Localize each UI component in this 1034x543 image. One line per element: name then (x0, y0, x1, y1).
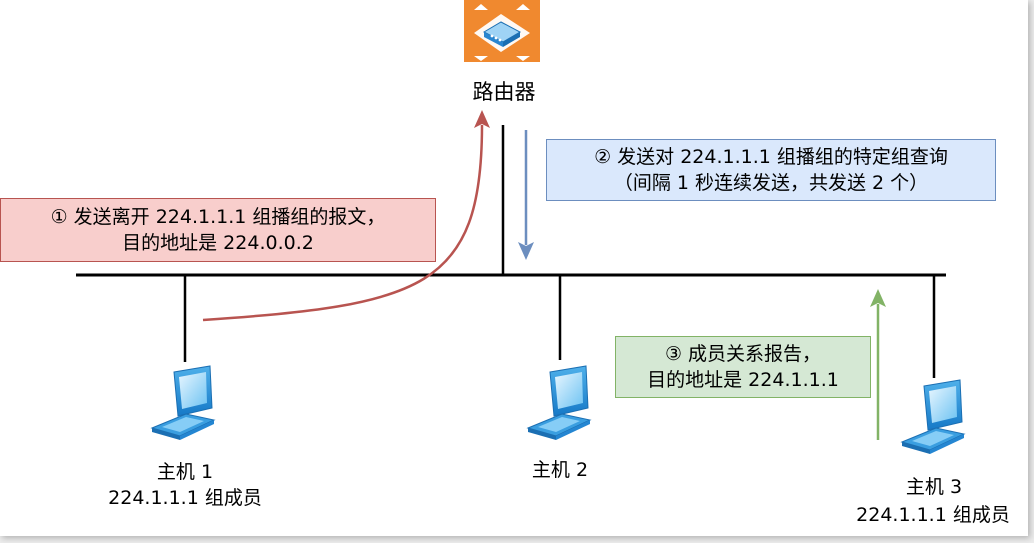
router-icon (464, 0, 540, 62)
query-note-line2: （间隔 1 秒连续发送，共发送 2 个） (613, 172, 929, 194)
leave-note-line1: ① 发送离开 224.1.1.1 组播组的报文， (50, 206, 386, 228)
report-note: ③ 成员关系报告， 目的地址是 224.1.1.1 (615, 336, 871, 398)
leave-note: ① 发送离开 224.1.1.1 组播组的报文， 目的地址是 224.0.0.2 (0, 198, 436, 262)
report-arrowhead (870, 289, 886, 307)
leave-arrow (202, 124, 484, 322)
report-note-line2: 目的地址是 224.1.1.1 (647, 369, 839, 391)
host-1-member: 224.1.1.1 组成员 (108, 487, 262, 509)
query-note: ② 发送对 224.1.1.1 组播组的特定组查询 （间隔 1 秒连续发送，共发… (546, 139, 996, 201)
host-3-name: 主机 3 (905, 476, 963, 498)
host-1-name: 主机 1 (156, 461, 214, 483)
host-3-member: 224.1.1.1 组成员 (856, 504, 1010, 526)
host-3-computer-icon (901, 379, 965, 455)
leave-note-line2: 目的地址是 224.0.0.2 (122, 232, 314, 254)
leave-arrowhead (474, 110, 490, 128)
host-1-computer-icon (151, 365, 215, 441)
query-arrowhead (518, 242, 534, 260)
query-note-line1: ② 发送对 224.1.1.1 组播组的特定组查询 (594, 146, 948, 168)
host-2-name: 主机 2 (531, 459, 589, 481)
report-note-line1: ③ 成员关系报告， (664, 343, 822, 365)
router-label: 路由器 (472, 80, 536, 104)
host-2-computer-icon (527, 365, 591, 441)
